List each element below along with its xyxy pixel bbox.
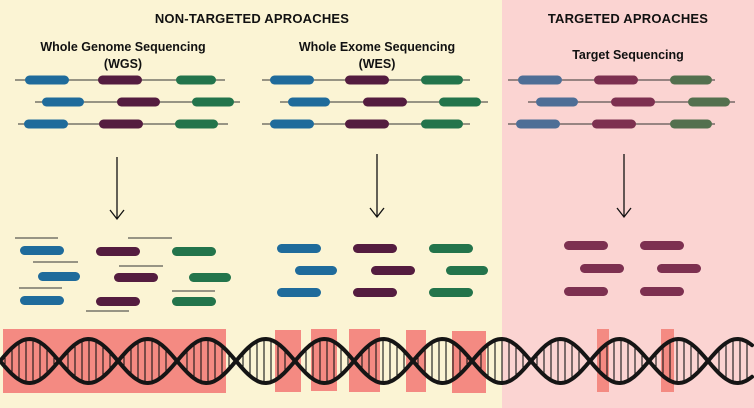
green-read [670, 119, 712, 129]
targeted-heading: TARGETED APROACHES [548, 11, 708, 26]
blue-read [24, 119, 68, 129]
purple-read [657, 264, 701, 273]
purple-read [363, 97, 407, 107]
green-read [172, 247, 216, 256]
green-read [189, 273, 231, 282]
purple-read [564, 241, 608, 250]
purple-read [345, 119, 389, 129]
dna-double-helix-icon [0, 336, 754, 386]
blue-read [288, 97, 330, 107]
exon-region [406, 330, 426, 392]
wgs-abbreviation: (WGS) [104, 57, 142, 71]
purple-read [371, 266, 415, 275]
purple-read [353, 288, 397, 297]
green-read [172, 297, 216, 306]
target-genome-fragments [508, 75, 735, 129]
purple-read [114, 273, 158, 282]
purple-read [640, 287, 684, 296]
green-read [192, 97, 234, 107]
green-read [429, 244, 473, 253]
purple-read [117, 97, 160, 107]
wgs-genome-fragments [15, 75, 240, 129]
blue-read [277, 244, 321, 253]
down-arrow-icon [616, 154, 632, 219]
green-read [421, 75, 463, 85]
blue-read [20, 246, 64, 255]
purple-read [640, 241, 684, 250]
purple-read [580, 264, 624, 273]
purple-read [96, 297, 140, 306]
blue-read [25, 75, 69, 85]
purple-read [345, 75, 389, 85]
green-read [176, 75, 216, 85]
wes-abbreviation: (WES) [359, 57, 396, 71]
down-arrow-icon [109, 157, 125, 221]
blue-read [42, 97, 84, 107]
blue-read [277, 288, 321, 297]
blue-read [536, 97, 578, 107]
blue-read [270, 119, 314, 129]
down-arrow-icon [369, 154, 385, 219]
wes-sequenced-reads [277, 244, 488, 297]
purple-read [99, 119, 143, 129]
green-read [175, 119, 218, 129]
purple-read [564, 287, 608, 296]
blue-read [270, 75, 314, 85]
green-read [670, 75, 712, 85]
non-targeted-heading: NON-TARGETED APROACHES [155, 11, 349, 26]
purple-read [353, 244, 397, 253]
blue-read [295, 266, 337, 275]
blue-read [38, 272, 80, 281]
purple-read [96, 247, 140, 256]
blue-read [20, 296, 64, 305]
target-sequencing-title: Target Sequencing [572, 48, 684, 62]
green-read [429, 288, 473, 297]
wes-genome-fragments [262, 75, 488, 129]
green-read [446, 266, 488, 275]
target-sequenced-reads [564, 241, 701, 296]
green-read [421, 119, 463, 129]
wes-title: Whole Exome Sequencing [299, 40, 455, 54]
purple-read [594, 75, 638, 85]
purple-read [98, 75, 142, 85]
green-read [688, 97, 730, 107]
green-read [439, 97, 481, 107]
blue-read [518, 75, 562, 85]
wgs-sequenced-reads [15, 237, 231, 312]
purple-read [611, 97, 655, 107]
purple-read [592, 119, 636, 129]
wgs-title: Whole Genome Sequencing [40, 40, 205, 54]
blue-read [516, 119, 560, 129]
